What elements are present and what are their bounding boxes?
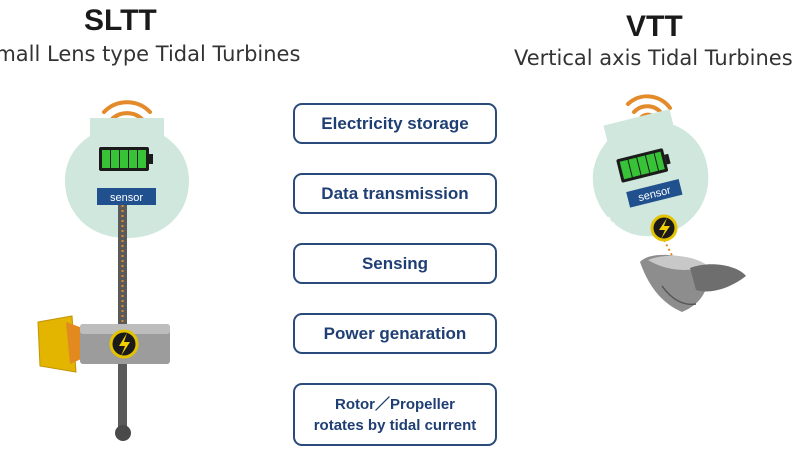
- sltt-anchor: [115, 425, 131, 441]
- step-rotor-propeller: Rotor／Propeller rotates by tidal current: [293, 383, 497, 446]
- step-data-transmission: Data transmission: [293, 173, 497, 214]
- sltt-sensor-label: sensor: [110, 192, 143, 204]
- battery-icon: [99, 147, 153, 171]
- battery-icon: [616, 148, 671, 183]
- step-label: Electricity storage: [321, 113, 469, 133]
- lightning-icon: [109, 329, 139, 359]
- vtt-device: sensor: [592, 94, 746, 312]
- step-label: Power genaration: [323, 323, 467, 343]
- step-label-line1: Rotor／Propeller: [334, 395, 455, 413]
- sltt-pole: [118, 205, 127, 430]
- vtt-rotor: [640, 254, 746, 312]
- lightning-icon: [650, 214, 678, 242]
- step-label: Data transmission: [321, 183, 469, 203]
- step-electricity-storage: Electricity storage: [293, 103, 497, 144]
- step-label: Sensing: [361, 253, 429, 273]
- vtt-sensor-box: [626, 179, 683, 208]
- sltt-device: sensor: [37, 100, 190, 441]
- vtt-subtitle: Vertical axis Tidal Turbines: [514, 46, 793, 70]
- sltt-title: SLTT: [84, 4, 157, 37]
- step-sensing: Sensing: [293, 243, 497, 284]
- vtt-title: VTT: [626, 10, 683, 43]
- sltt-lens: [37, 315, 77, 373]
- step-power-generation: Power genaration: [293, 313, 497, 354]
- vtt-housing: [592, 109, 709, 237]
- sltt-subtitle: Small Lens type Tidal Turbines: [0, 42, 301, 66]
- step-label-line2: rotates by tidal current: [313, 416, 477, 434]
- sltt-housing: [64, 118, 190, 238]
- sltt-sensor-box: [97, 188, 156, 205]
